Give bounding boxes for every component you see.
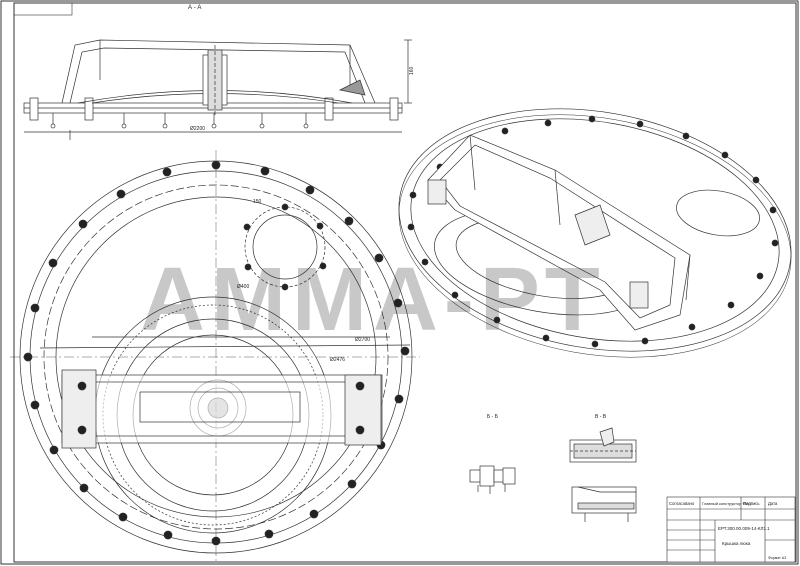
watermark: АММА-РТ xyxy=(140,250,606,350)
elevation-view xyxy=(23,39,412,140)
isometric-view xyxy=(398,108,792,358)
flange-bolt-holes xyxy=(23,160,410,546)
top-left-stamp xyxy=(13,2,73,16)
detail-section-view-2 xyxy=(571,486,637,522)
format-stamp: Формат А3 xyxy=(768,556,786,560)
title-col-2: Главный конструктор ФИО xyxy=(702,501,751,506)
dim-hole-dia: Ø400 xyxy=(237,284,249,290)
section-aa-label: А - А xyxy=(188,5,201,11)
dim-hole-offset: 150 xyxy=(253,199,262,205)
title-col-4: Дата xyxy=(768,501,778,506)
detail-bolt-assembly xyxy=(469,465,516,494)
title-col-3: Подпись xyxy=(743,501,760,506)
iso-opening xyxy=(676,189,760,237)
lever-frame xyxy=(61,374,383,444)
base-bolts xyxy=(29,97,399,129)
dim-outer-dia: Ø2700 xyxy=(355,337,370,343)
section-vv-label: В - В xyxy=(595,414,607,420)
iso-flange xyxy=(398,108,792,352)
plan-view xyxy=(10,150,420,562)
title-col-1: Согласовано xyxy=(669,501,695,506)
inner-frame xyxy=(13,2,797,563)
doc-number: ЕРТ.300.00.009-14-КЛ1.1 xyxy=(718,526,770,531)
drawing-title: Крышка люка xyxy=(722,541,751,546)
access-opening xyxy=(252,214,318,280)
iso-lever-frame xyxy=(427,134,691,331)
section-bb-label: Б - Б xyxy=(487,414,499,420)
detail-section-view-1 xyxy=(569,427,637,463)
dim-top-height: 160 xyxy=(409,66,415,75)
title-block xyxy=(666,496,796,563)
dim-inner-dia: Ø2476 xyxy=(330,357,345,363)
dim-bolt-circle: Ø2200 xyxy=(190,126,205,132)
